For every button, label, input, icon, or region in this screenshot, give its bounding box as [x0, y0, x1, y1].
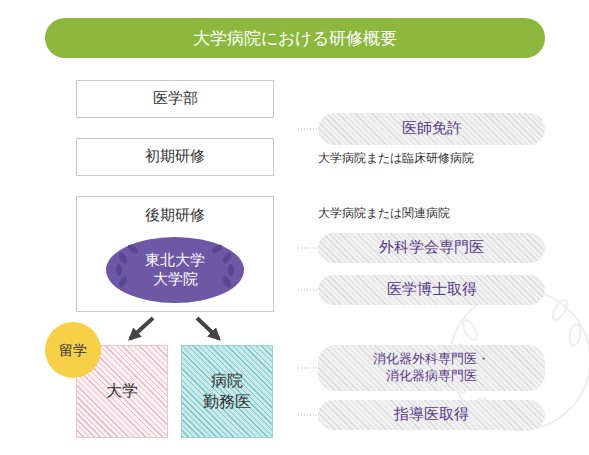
node-text: 医学部	[153, 89, 198, 109]
node-text: 病院 勤務医	[201, 371, 254, 413]
milestone-pill: 医学博士取得	[318, 275, 545, 305]
stage-box: 後期研修東北大学 大学院	[76, 196, 274, 312]
node-text: 後期研修	[145, 206, 205, 226]
stage-box: 医学部	[76, 80, 274, 118]
node-text: 初期研修	[145, 147, 205, 167]
note-label: 大学病院または臨床研修病院	[318, 150, 474, 167]
study-abroad-circle: 留学	[45, 322, 101, 378]
flow-arrow	[130, 318, 153, 339]
node-text: 東北大学 大学院	[141, 251, 210, 290]
stage-box: 初期研修	[76, 138, 274, 176]
milestone-pill: 消化器外科専門医・ 消化器病専門医	[318, 345, 545, 391]
node-text: 医学博士取得	[387, 280, 477, 300]
node-text: 医師免許	[402, 119, 462, 139]
title-banner: 大学病院における研修概要	[45, 18, 545, 58]
node-text: 大学	[106, 381, 138, 402]
node-text: 指導医取得	[394, 405, 469, 425]
node-text: 留学	[59, 341, 87, 359]
node-text: 消化器外科専門医・ 消化器病専門医	[369, 351, 494, 385]
milestone-pill: 指導医取得	[318, 400, 545, 430]
node-text: 外科学会専門医	[379, 238, 484, 258]
career-box: 病院 勤務医	[181, 345, 273, 438]
graduate-school-ellipse: 東北大学 大学院	[105, 236, 245, 304]
milestone-pill: 外科学会専門医	[318, 233, 545, 263]
milestone-pill: 医師免許	[318, 113, 545, 145]
flow-arrow	[197, 318, 219, 339]
note-label: 大学病院または関連病院	[318, 205, 450, 222]
